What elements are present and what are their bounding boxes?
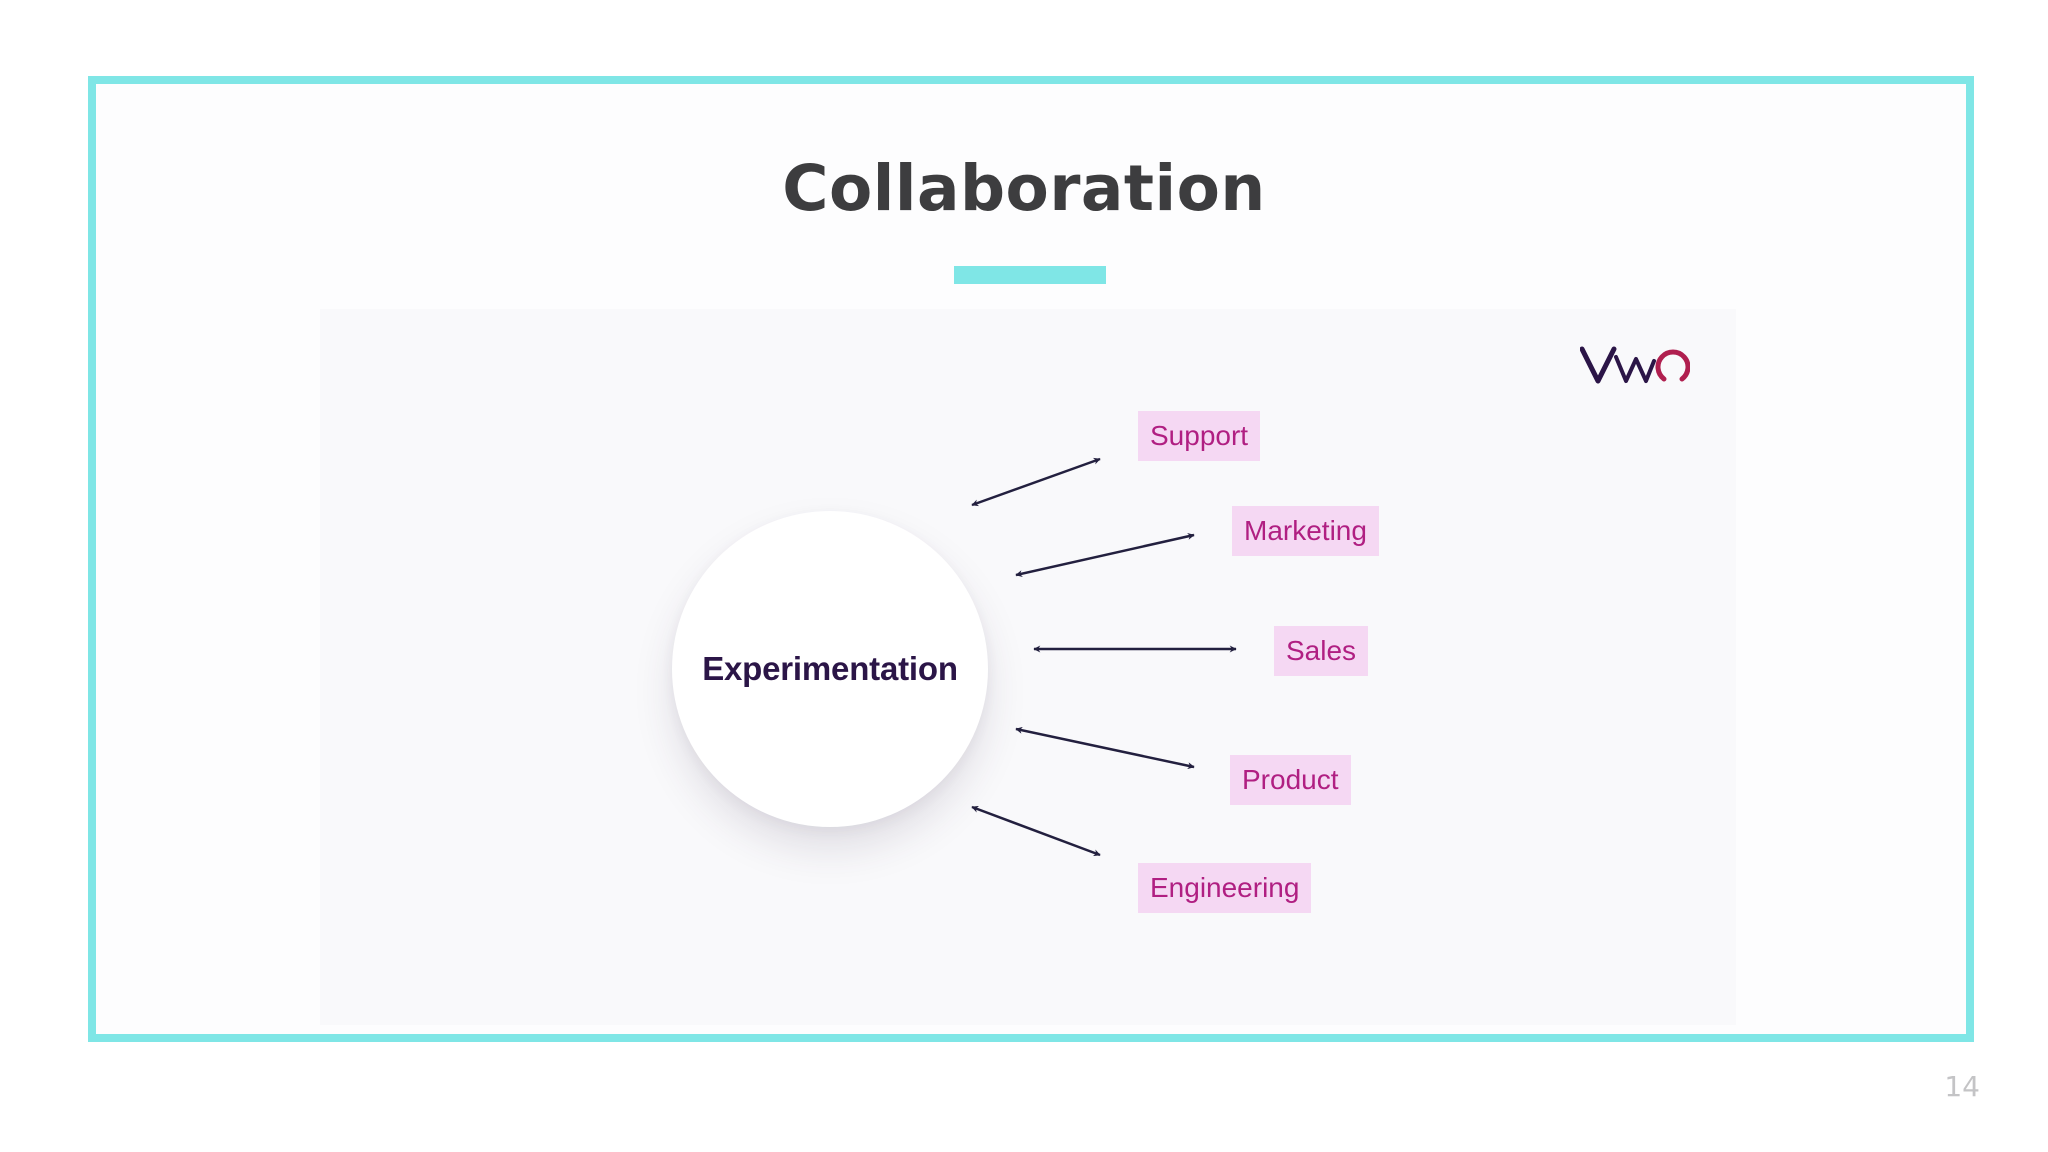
vwo-logo	[1580, 346, 1690, 384]
arrow-engineering	[971, 805, 1101, 857]
page-number: 14	[1944, 1070, 1980, 1103]
title-underline	[954, 266, 1106, 284]
diagram-panel: Experimentation Support Marketing Sales …	[320, 309, 1736, 1025]
arrow-product	[1015, 726, 1195, 770]
diagram-arrows	[971, 457, 1237, 857]
tag-marketing: Marketing	[1232, 506, 1379, 556]
experimentation-label: Experimentation	[702, 650, 958, 687]
tag-support: Support	[1138, 411, 1261, 461]
tag-product: Product	[1230, 755, 1351, 805]
slide-title: Collaboration	[782, 152, 1266, 225]
arrow-support	[971, 457, 1101, 507]
experimentation-circle: Experimentation	[672, 511, 988, 827]
tag-sales: Sales	[1274, 626, 1369, 676]
tag-engineering: Engineering	[1138, 863, 1312, 913]
arrow-marketing	[1015, 532, 1195, 578]
